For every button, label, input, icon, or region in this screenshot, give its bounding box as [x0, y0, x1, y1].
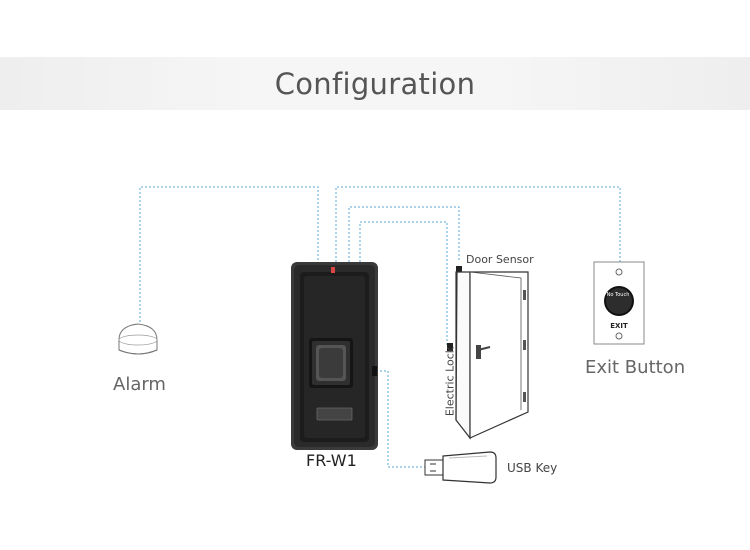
- door-sensor-label: Door Sensor: [466, 253, 534, 266]
- title-banner: Configuration: [0, 57, 750, 110]
- usb-key-label: USB Key: [507, 461, 558, 475]
- alarm-device: [118, 323, 158, 355]
- exit-button-exit-text: EXIT: [610, 322, 628, 330]
- door: [447, 266, 529, 440]
- electric-lock-label: Electric Lock: [443, 346, 457, 417]
- usb-key: [424, 451, 497, 484]
- exit-button-device: [593, 261, 645, 345]
- page-title: Configuration: [274, 67, 476, 101]
- exit-button-label: Exit Button: [585, 357, 686, 378]
- wire-usb: [372, 370, 425, 468]
- wire-electric-lock: [359, 221, 448, 345]
- wire-door-sensor: [348, 206, 460, 262]
- exit-button-face-text: No Touch: [606, 292, 630, 298]
- wire-exit-button: [335, 186, 621, 262]
- alarm-label: Alarm: [113, 374, 166, 395]
- wires: [139, 186, 621, 468]
- reader-model-label: FR-W1: [306, 451, 357, 470]
- fingerprint-reader: [291, 262, 378, 450]
- wire-alarm: [139, 186, 319, 330]
